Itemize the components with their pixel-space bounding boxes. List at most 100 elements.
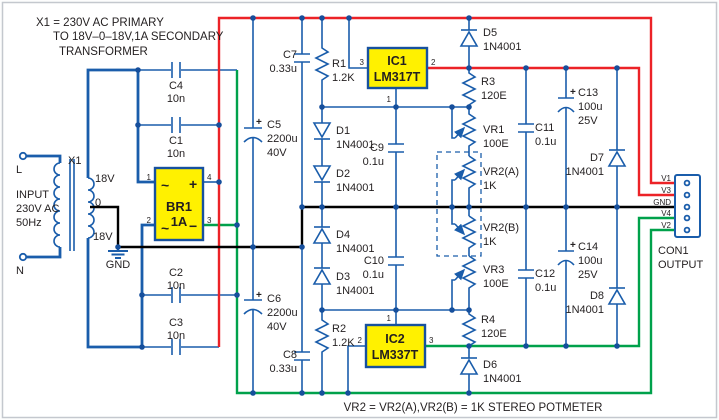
capacitor-c7-symbol <box>294 18 310 207</box>
r3-ref: R3 <box>481 76 495 88</box>
c1-value: 10n <box>167 148 185 160</box>
c8-ref: C8 <box>283 349 297 361</box>
junction-dots <box>115 15 620 396</box>
primary-winding <box>53 162 61 248</box>
r1-value: 1.2K <box>332 72 355 84</box>
capacitor-c14-symbol <box>557 207 575 346</box>
r1-ref: R1 <box>332 58 346 70</box>
c12-value: 0.1u <box>535 282 556 294</box>
stereo-pot-gang-box <box>436 151 482 257</box>
c2-value: 10n <box>167 280 185 292</box>
neutral-terminal <box>18 252 28 262</box>
br1-pin3: 3 <box>207 216 212 225</box>
c10-ref: C10 <box>364 255 384 267</box>
d3-part: 1N4001 <box>336 285 375 297</box>
ic1-pin-adj: 1 <box>387 95 392 104</box>
c6-value: 2200u <box>267 307 298 319</box>
c1-ref: C1 <box>169 135 183 147</box>
resistor-r1-symbol <box>314 18 330 107</box>
vr2b-ref: VR2(B) <box>483 222 519 234</box>
live-label: L <box>16 164 22 176</box>
capacitor-c2-symbol <box>142 287 237 303</box>
d8-part: 1N4001 <box>565 304 604 316</box>
d4-ref: D4 <box>336 229 350 241</box>
capacitor-c9-symbol <box>388 107 404 207</box>
capacitor-c10-symbol <box>388 207 404 310</box>
title-note-line2: TO 18V–0–18V,1A SECONDARY <box>53 31 224 43</box>
wire-positive-regulated <box>427 66 675 197</box>
transformer-core <box>69 159 75 251</box>
capacitor-c3-symbol <box>142 339 219 355</box>
ic1-part: LM317T <box>374 70 421 84</box>
c2-ref: C2 <box>169 267 183 279</box>
d6-ref: D6 <box>483 359 497 371</box>
c14-polarity: + <box>570 240 576 251</box>
diode-d3-symbol <box>312 267 332 310</box>
c13-value: 100u <box>578 101 602 113</box>
bottom-note: VR2 = VR2(A),VR2(B) = 1K STEREO POTMETER <box>344 402 603 414</box>
d1-part: 1N4001 <box>336 139 375 151</box>
live-terminal <box>18 151 28 161</box>
br1-pin2: 2 <box>147 216 152 225</box>
ic1-ref: IC1 <box>387 54 407 68</box>
diode-d4-symbol <box>312 207 332 268</box>
c14-value: 100u <box>578 255 602 267</box>
vr1-ref: VR1 <box>483 124 504 136</box>
c5-polarity: + <box>256 117 262 128</box>
con1-pin-v4: V4 <box>661 209 671 218</box>
c6-polarity: + <box>256 290 262 301</box>
wire-secondary-top <box>86 68 155 184</box>
c7-ref: C7 <box>283 49 297 61</box>
vr2a-value: 1K <box>483 180 497 192</box>
ic2-part: LM337T <box>372 348 419 362</box>
output-connector <box>674 174 701 238</box>
d5-ref: D5 <box>483 27 497 39</box>
d5-part: 1N4001 <box>483 41 522 53</box>
vr2b-value: 1K <box>483 236 497 248</box>
br1-ref: BR1 <box>166 199 192 214</box>
secondary-bottom-label: 18V <box>93 231 113 243</box>
capacitor-c11-symbol <box>518 68 534 207</box>
diode-d2-symbol <box>312 165 332 207</box>
ic1-pin-in: 3 <box>360 58 365 67</box>
c3-value: 10n <box>167 330 185 342</box>
ic2-pin-adj: 1 <box>387 314 392 323</box>
c4-ref: C4 <box>169 80 183 92</box>
br1-ac-bottom-symbol: ~ <box>161 220 169 236</box>
title-note-line3: TRANSFORMER <box>59 46 148 58</box>
capacitor-c6-symbol <box>243 247 263 393</box>
br1-plus-symbol: + <box>189 176 197 192</box>
con1-ref: CON1 <box>658 245 689 257</box>
d8-ref: D8 <box>590 290 604 302</box>
potentiometer-vr3-symbol <box>451 255 477 310</box>
capacitor-c8-symbol <box>294 247 310 393</box>
c4-value: 10n <box>167 93 185 105</box>
ic1-pin-out: 2 <box>431 58 436 67</box>
ic2-pin-out: 3 <box>429 336 434 345</box>
c13-polarity: + <box>570 87 576 98</box>
c13-ref: C13 <box>578 87 598 99</box>
c10-value: 0.1u <box>363 269 384 281</box>
d4-part: 1N4001 <box>336 243 375 255</box>
diode-d6-symbol <box>459 346 479 393</box>
c7-value: 0.33u <box>269 63 297 75</box>
resistor-r4-symbol <box>461 310 477 347</box>
br1-ac-top-symbol: ~ <box>161 177 169 193</box>
wire-ic2-in <box>347 345 366 393</box>
resistor-r3-symbol <box>461 68 477 107</box>
br1-pin1: 1 <box>147 173 152 182</box>
d7-ref: D7 <box>590 152 604 164</box>
br1-pin4: 4 <box>207 173 212 182</box>
c5-value: 2200u <box>267 133 298 145</box>
secondary-top-label: 18V <box>95 173 115 185</box>
r4-ref: R4 <box>481 314 495 326</box>
con1-pin-gnd: GND <box>653 198 671 207</box>
br1-minus-symbol: − <box>189 218 197 234</box>
vr2a-ref: VR2(A) <box>483 166 519 178</box>
bridge-rectifier-box <box>153 166 205 242</box>
con1-pin-v3: V3 <box>661 186 671 195</box>
r2-ref: R2 <box>332 323 346 335</box>
potentiometer-vr2b-symbol <box>451 207 477 256</box>
c6-voltage: 40V <box>267 321 287 333</box>
con1-pin-v2: V2 <box>661 221 671 230</box>
